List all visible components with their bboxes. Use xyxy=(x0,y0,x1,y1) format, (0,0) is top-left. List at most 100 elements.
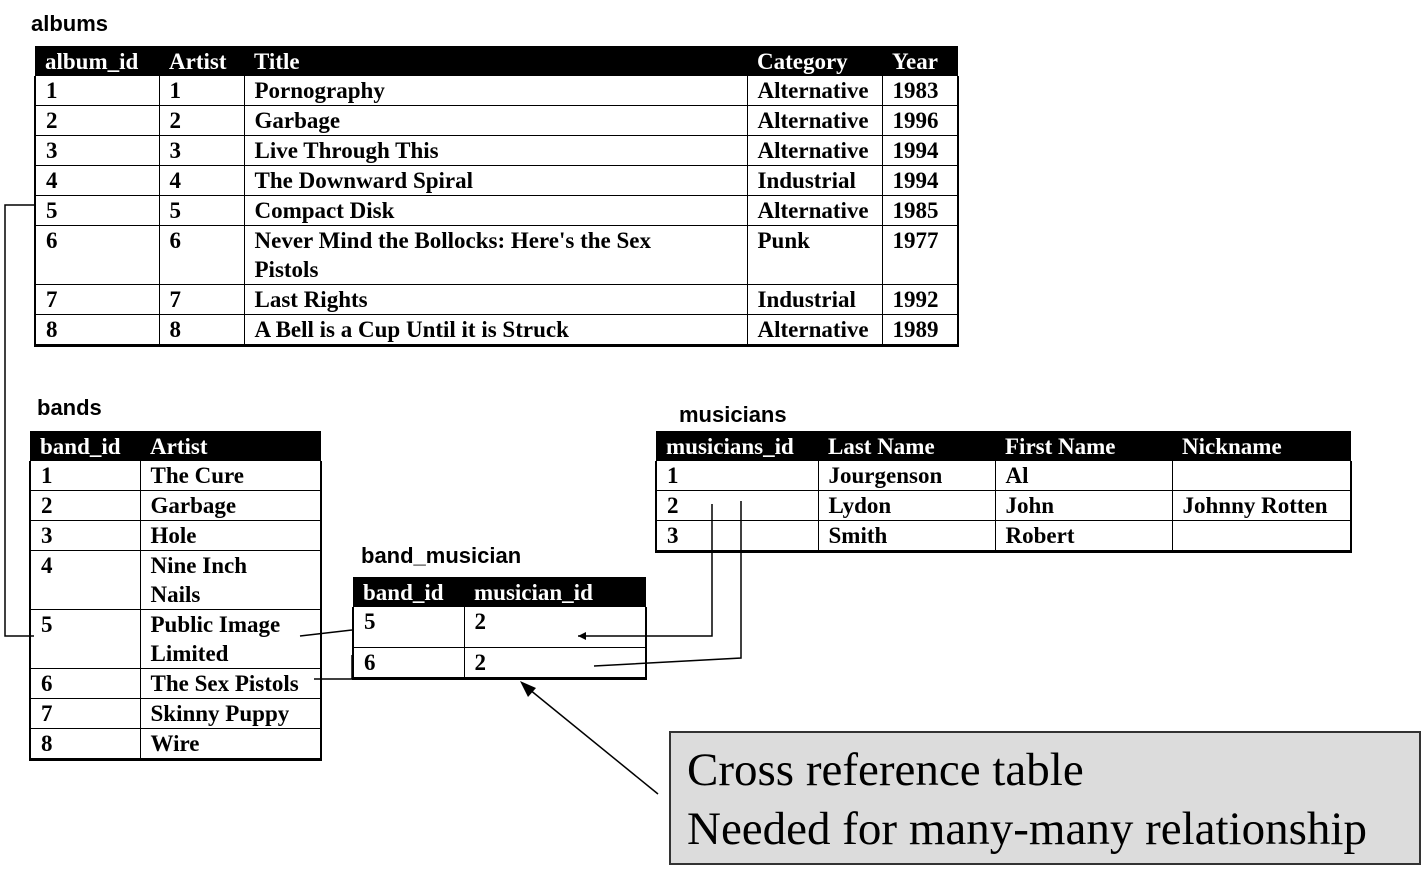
table-cell: 3 xyxy=(34,135,159,166)
table-cell: Alternative xyxy=(746,105,882,136)
table-cell: 8 xyxy=(34,314,159,347)
table-cell: Alternative xyxy=(746,76,882,106)
table-cell: 3 xyxy=(158,135,244,166)
table-cell: 1977 xyxy=(881,225,959,285)
table-cell: Compact Disk xyxy=(243,195,747,226)
table-cell: Skinny Puppy xyxy=(139,698,322,729)
musician-to-band-musician-row1-connector xyxy=(578,504,713,637)
table-cell: Garbage xyxy=(243,105,747,136)
table-cell: 1994 xyxy=(881,135,959,166)
table-cell: 1994 xyxy=(881,165,959,196)
table-cell: 1989 xyxy=(881,314,959,347)
table-cell: 7 xyxy=(29,698,140,729)
musicians-header-row: musicians_id Last Name First Name Nickna… xyxy=(656,431,1351,461)
table-cell: Alternative xyxy=(746,314,882,347)
note-line-2: Needed for many-many relationship xyxy=(687,803,1367,855)
table-cell: 1 xyxy=(34,76,159,106)
table-cell: Nine Inch Nails xyxy=(139,550,322,610)
table-cell: Never Mind the Bollocks: Here's the Sex … xyxy=(243,225,747,285)
band-musician-column-header: musician_id xyxy=(464,577,646,607)
table-cell: 2 xyxy=(34,105,159,136)
table-cell: 7 xyxy=(158,284,244,315)
table-cell: 2 xyxy=(463,646,647,680)
table-cell: Hole xyxy=(139,520,322,551)
table-cell: Public Image Limited xyxy=(139,609,322,669)
table-cell: The Cure xyxy=(139,461,322,491)
bands-column-header: Artist xyxy=(140,431,321,461)
arrowhead-icon xyxy=(578,632,586,640)
musicians-table: musicians_id Last Name First Name Nickna… xyxy=(655,431,1352,553)
table-cell: Alternative xyxy=(746,195,882,226)
table-cell: Last Rights xyxy=(243,284,747,315)
table-cell: Pornography xyxy=(243,76,747,106)
table-cell: Punk xyxy=(746,225,882,285)
table-cell: 7 xyxy=(34,284,159,315)
table-cell: 6 xyxy=(352,646,464,680)
table-cell: 6 xyxy=(29,668,140,699)
note-pointer-arrow xyxy=(523,684,659,795)
table-cell: 2 xyxy=(463,607,647,648)
table-cell: 1983 xyxy=(881,76,959,106)
table-cell: Garbage xyxy=(139,490,322,521)
table-cell: Alternative xyxy=(746,135,882,166)
table-cell: 2 xyxy=(29,490,140,521)
table-cell: Johnny Rotten xyxy=(1171,490,1352,521)
bands-caption: bands xyxy=(37,395,102,420)
cross-reference-note: Cross reference table Needed for many-ma… xyxy=(669,731,1421,865)
musicians-caption: musicians xyxy=(679,402,787,427)
table-cell: 1 xyxy=(29,461,140,491)
table-cell: Lydon xyxy=(817,490,995,521)
table-cell: 2 xyxy=(655,490,818,521)
table-cell: 5 xyxy=(29,609,140,669)
table-cell: 4 xyxy=(158,165,244,196)
musicians-column-header: Nickname xyxy=(1172,431,1351,461)
table-cell: 5 xyxy=(158,195,244,226)
table-cell: 1985 xyxy=(881,195,959,226)
albums-column-header: Category xyxy=(747,46,882,76)
table-cell: 8 xyxy=(29,728,140,761)
band-musician-header-row: band_id musician_id xyxy=(353,577,646,607)
table-cell: Jourgenson xyxy=(817,461,995,491)
table-cell xyxy=(1171,520,1352,553)
table-cell: 1992 xyxy=(881,284,959,315)
table-cell: Smith xyxy=(817,520,995,553)
musicians-column-header: First Name xyxy=(995,431,1172,461)
table-cell: Wire xyxy=(139,728,322,761)
table-cell: Robert xyxy=(994,520,1172,553)
table-cell: Industrial xyxy=(746,284,882,315)
band-musician-column-header: band_id xyxy=(353,577,464,607)
albums-column-header: Artist xyxy=(159,46,244,76)
table-cell: Industrial xyxy=(746,165,882,196)
table-cell: 4 xyxy=(29,550,140,610)
table-cell: 6 xyxy=(158,225,244,285)
albums-column-header: album_id xyxy=(35,46,159,76)
table-cell: Live Through This xyxy=(243,135,747,166)
bands-row6-to-band-musician-connector xyxy=(314,655,353,680)
table-cell: The Downward Spiral xyxy=(243,165,747,196)
table-cell: 4 xyxy=(34,165,159,196)
albums-caption: albums xyxy=(31,11,109,36)
musicians-column-header: Last Name xyxy=(818,431,995,461)
table-cell xyxy=(1171,461,1352,491)
albums-header-row: album_id Artist Title Category Year xyxy=(35,46,958,76)
table-cell: 8 xyxy=(158,314,244,347)
bands-column-header: band_id xyxy=(30,431,140,461)
